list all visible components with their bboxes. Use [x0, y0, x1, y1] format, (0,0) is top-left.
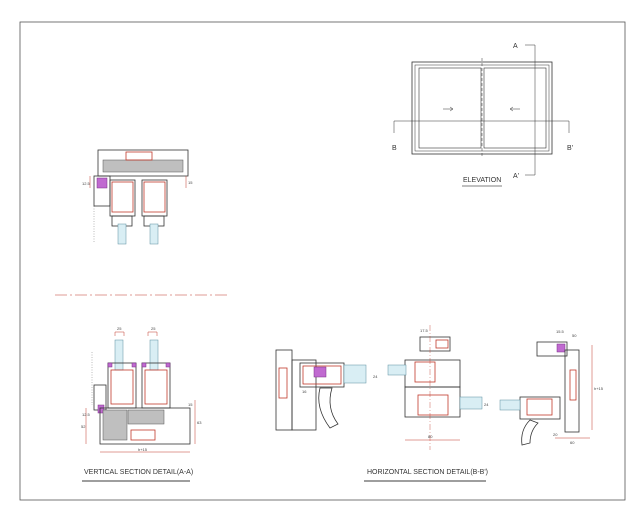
section-mark-a: A	[513, 43, 518, 50]
dim-left-glass: 24	[373, 374, 378, 379]
slide-left-arrow-icon	[509, 106, 520, 112]
left-sash	[418, 67, 482, 149]
dim-right-top-a: 15.5	[556, 329, 565, 334]
dim-center-glass: 24	[484, 402, 489, 407]
dim-right-height-h: h+15	[594, 386, 604, 391]
dim-right-width: 60	[570, 440, 575, 445]
dim-left-offset: 12.5	[82, 412, 91, 417]
dim-glass-left: 25	[117, 326, 122, 331]
dim-right-offset: 15	[188, 402, 193, 407]
dim-right-offset-h: 20	[553, 432, 558, 437]
handle-left	[318, 387, 339, 429]
dim-head-left: 12.5	[82, 181, 91, 186]
dim-left-offset-h: 16	[302, 389, 307, 394]
right-sash	[483, 67, 547, 149]
slide-right-arrow-icon	[443, 106, 454, 112]
dim-head-right: 15	[188, 180, 193, 185]
handle-right	[521, 419, 539, 446]
dim-right-height: 63	[197, 420, 202, 425]
dim-right-top-b: 50	[572, 333, 577, 338]
elevation-view: A A' B B' ELEVATION	[392, 43, 573, 187]
dim-left-height: 52	[81, 424, 86, 429]
dim-overall-width: h+15	[138, 447, 148, 452]
vertical-section-title: VERTICAL SECTION DETAIL(A-A)	[84, 469, 193, 476]
dim-glass-right: 25	[151, 326, 156, 331]
section-line-b	[393, 120, 570, 133]
elevation-title: ELEVATION	[463, 177, 501, 184]
section-mark-b-prime: B'	[567, 145, 573, 152]
horizontal-section-title: HORIZONTAL SECTION DETAIL(B-B')	[367, 469, 488, 476]
section-mark-a-prime: A'	[513, 173, 519, 180]
sheet-border	[19, 21, 626, 501]
horizontal-section-detail: 24 16 17.5 24 80 15.5 50 h+15 20 60 HORI…	[275, 325, 604, 482]
dim-center-width: 80	[428, 434, 433, 439]
vertical-section-head-detail: 12.5 15	[82, 149, 193, 245]
dim-center-top: 17.5	[420, 328, 429, 333]
vertical-section-sill-detail: 25 25 52 12.5 15 63 h+15 VERTICAL SECTIO…	[81, 326, 202, 482]
section-line-a	[525, 44, 536, 176]
section-mark-b: B	[392, 145, 397, 152]
